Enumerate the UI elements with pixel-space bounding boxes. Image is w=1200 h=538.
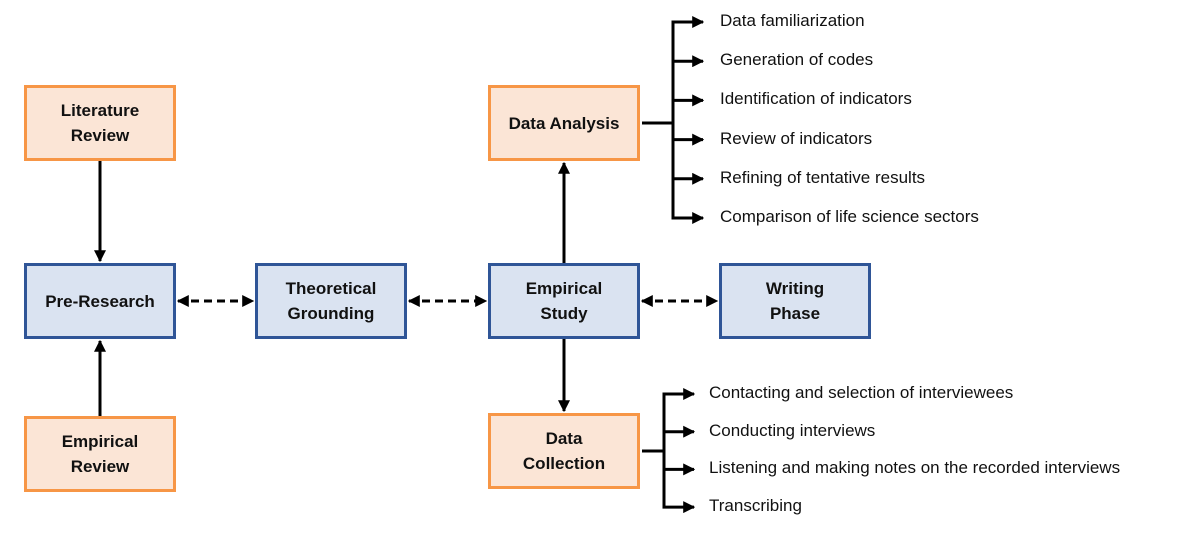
node-empirical-study: Empirical Study: [488, 263, 640, 339]
step-item: Contacting and selection of interviewees: [709, 383, 1014, 402]
node-pre-research: Pre-Research: [24, 263, 176, 339]
step-item: Data familiarization: [720, 11, 865, 30]
step-item: Generation of codes: [720, 50, 874, 70]
step-item: Review of indicators: [720, 128, 873, 148]
step-item: Refining of tentative results: [720, 167, 926, 187]
node-data-collection: Data Collection: [488, 413, 640, 489]
node-writing-phase: Writing Phase: [719, 263, 871, 339]
node-empirical-review: Empirical Review: [24, 416, 176, 492]
node-data-analysis: Data Analysis: [488, 85, 640, 161]
step-item: Conducting interviews: [709, 420, 876, 440]
analysis-bracket: [642, 16, 705, 224]
step-item: Transcribing: [709, 496, 802, 516]
collection-bracket: [642, 388, 696, 514]
node-literature-review: Literature Review: [24, 85, 176, 161]
step-item: Listening and making notes on the record…: [709, 458, 1121, 478]
node-theoretical-grounding: Theoretical Grounding: [255, 263, 407, 339]
step-item: Identification of indicators: [720, 89, 912, 109]
step-item: Comparison of life science sectors: [720, 207, 979, 226]
